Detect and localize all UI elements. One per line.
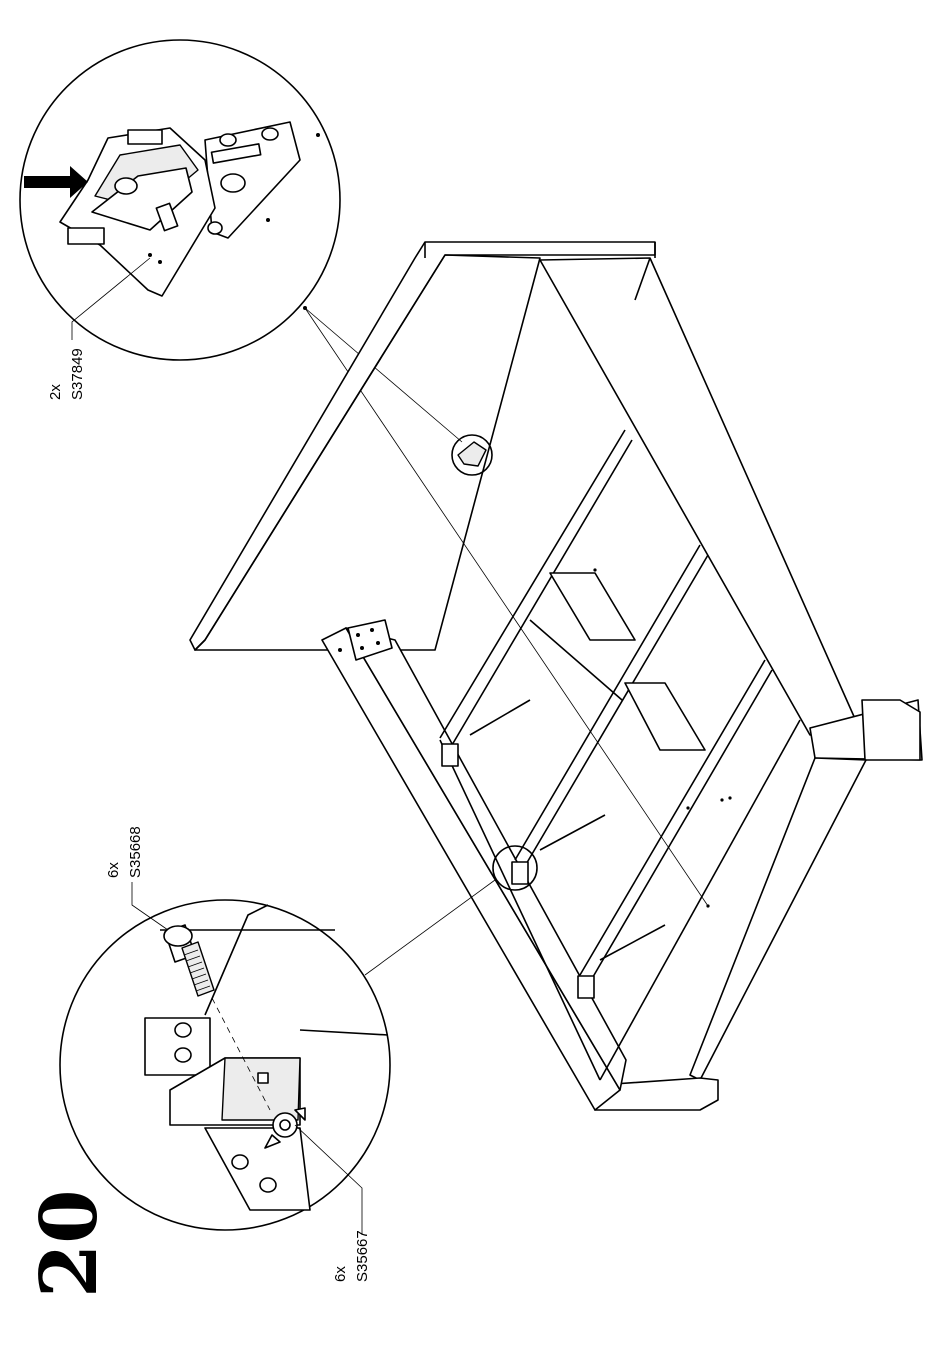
callout-code-bolt: S35668 [127, 826, 144, 878]
callout-qty-bolt: 6x [105, 862, 122, 878]
callout-code-nut: S35667 [354, 1230, 371, 1282]
callout-qty-bracket: 2x [47, 384, 64, 400]
step-number: 20 [24, 1189, 115, 1298]
callout-code-bracket: S37849 [69, 348, 86, 400]
bed-frame [190, 242, 922, 1110]
detail-circle-bracket [20, 40, 340, 360]
detail-circle-bolt [60, 882, 390, 1235]
bracket-location-marker [452, 435, 492, 475]
callout-qty-nut: 6x [332, 1266, 349, 1282]
